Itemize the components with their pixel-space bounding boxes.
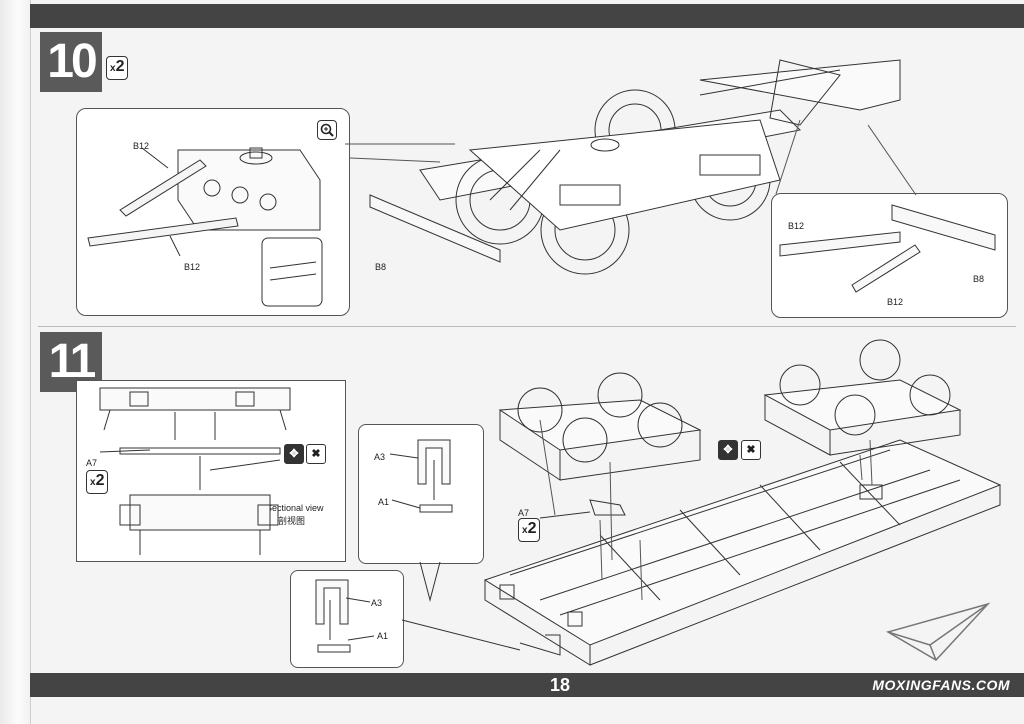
glue-x-icon-main: ✖: [741, 440, 761, 460]
label-a1-bottom: A1: [377, 631, 389, 641]
step-divider: [38, 326, 1016, 327]
qty-prefix: x: [110, 63, 116, 74]
glue-x-icon: ✖: [306, 444, 326, 464]
step-11-main-quantity: x2: [518, 518, 541, 542]
qty-value: 2: [115, 58, 125, 75]
page-binding: [0, 0, 31, 724]
label-a1-top: A1: [378, 497, 390, 507]
label-b12-right-bottom: B12: [887, 297, 904, 307]
label-b12-top: B12: [133, 141, 150, 151]
label-a7-main: A7: [518, 508, 530, 518]
qty-value: 2: [95, 472, 105, 489]
sectional-view-cn-label: 剖视图: [278, 516, 306, 526]
arrows-icon: ✥: [284, 444, 304, 464]
bottom-bar: 18 MOXINGFANS.COM: [30, 673, 1024, 697]
label-b8-right: B8: [973, 274, 985, 284]
step-10-detail-right: [771, 193, 1008, 318]
page-number: 18: [549, 675, 571, 695]
step-11-left-quantity: x2: [86, 470, 109, 494]
qty-value: 2: [527, 520, 537, 537]
sectional-view-label: Sectional view: [266, 503, 324, 513]
step-10-quantity-badge: x2: [106, 56, 129, 80]
magnifier-icon: [317, 120, 337, 140]
label-a3-top: A3: [374, 452, 386, 462]
label-b12-bottom: B12: [184, 262, 201, 272]
qty-prefix: x: [90, 477, 96, 488]
label-b12-right-top: B12: [788, 221, 805, 231]
top-bar: [30, 4, 1024, 28]
watermark-text: MOXINGFANS.COM: [872, 677, 1010, 693]
label-a3-bottom: A3: [371, 598, 383, 608]
step-10-number: 10: [40, 32, 102, 92]
label-a7-left: A7: [86, 458, 98, 468]
arrows-icon-main: ✥: [718, 440, 738, 460]
qty-prefix: x: [522, 525, 528, 536]
label-b8-main: B8: [375, 262, 387, 272]
